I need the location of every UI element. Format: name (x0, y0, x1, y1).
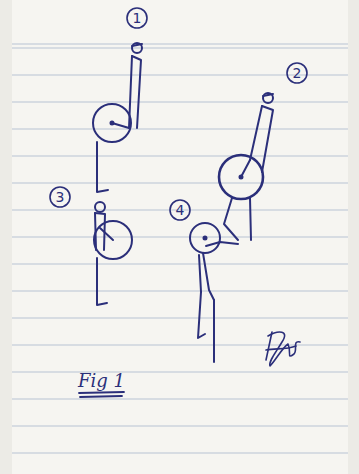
callout-ring (127, 8, 147, 28)
callout-number: 1 (133, 11, 142, 25)
figure-three (94, 202, 132, 305)
figure-one (93, 43, 142, 192)
callout-number: 4 (176, 203, 185, 217)
callout-ring (50, 187, 70, 207)
figure-four (190, 223, 238, 362)
callout-number: 2 (293, 66, 302, 80)
callout-number: 3 (56, 190, 65, 204)
callout-circle: 2 (286, 62, 308, 84)
callout-circle: 3 (49, 186, 71, 208)
callout-ring (170, 200, 190, 220)
caption-underline (79, 392, 124, 397)
figure-caption: Fig 1 (78, 370, 125, 391)
ruled-lines (12, 44, 348, 453)
callout-circle: 1 (126, 7, 148, 29)
callout-circle: 4 (169, 199, 191, 221)
paper-sheet (12, 0, 348, 474)
callout-ring (287, 63, 307, 83)
figure-two (219, 93, 273, 240)
signature-scribble (266, 332, 300, 366)
